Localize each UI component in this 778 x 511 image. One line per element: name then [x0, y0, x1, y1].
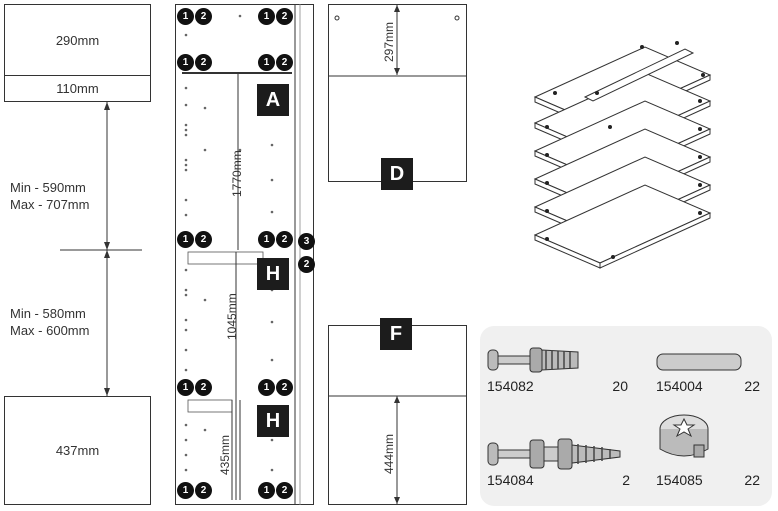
lower-range-min: Min - 580mm [10, 306, 86, 321]
dimension-435: 435mm [218, 434, 232, 475]
hardware-qty-154085: 22 [744, 472, 760, 488]
callout-2: 2 [195, 231, 212, 248]
top-dimension-label: 290mm [55, 32, 100, 48]
left-dimension-lines [60, 102, 142, 396]
panel-d-details [328, 5, 467, 77]
callout-2: 2 [195, 482, 212, 499]
dimension-1045: 1045mm [225, 293, 239, 340]
dowel-icon [656, 353, 742, 371]
callout-2: 2 [276, 482, 293, 499]
hardware-code-154084: 154084 [487, 472, 534, 488]
part-letter-a: A [257, 84, 289, 116]
part-letter-d: D [381, 158, 413, 190]
upper-range-max: Max - 707mm [10, 197, 90, 212]
callout-1: 1 [177, 379, 194, 396]
dimension-297: 297mm [382, 21, 396, 62]
cam-bolt-icon [487, 347, 579, 373]
callout-1: 1 [177, 8, 194, 25]
cam-lock-icon [659, 414, 709, 458]
part-letter-h-upper: H [257, 258, 289, 290]
dimension-1770: 1770mm [230, 150, 244, 197]
panel-f-details [328, 395, 467, 504]
top-dimension-box: 290mm [4, 4, 151, 76]
hardware-qty-154084: 2 [622, 472, 630, 488]
callout-1: 1 [258, 379, 275, 396]
tall-panel-details [182, 4, 301, 505]
hardware-qty-154082: 20 [612, 378, 628, 394]
bottom-dimension-box: 437mm [4, 396, 151, 505]
hardware-qty-154004: 22 [744, 378, 760, 394]
small-dimension-label: 110mm [56, 81, 99, 96]
shelf-stack-illustration [533, 41, 712, 269]
bottom-dimension-label: 437mm [55, 443, 100, 458]
callout-2: 2 [195, 8, 212, 25]
callout-1: 1 [258, 231, 275, 248]
callout-2: 2 [276, 54, 293, 71]
callout-1: 1 [258, 54, 275, 71]
dimension-444: 444mm [382, 433, 396, 474]
lower-range-max: Max - 600mm [10, 323, 90, 338]
callout-1: 1 [177, 54, 194, 71]
callout-1: 1 [177, 482, 194, 499]
callout-2: 2 [276, 8, 293, 25]
connector-screw-icon [487, 438, 621, 470]
callout-2: 2 [195, 379, 212, 396]
part-letter-f: F [380, 318, 412, 350]
upper-range-min: Min - 590mm [10, 180, 86, 195]
part-letter-h-lower: H [257, 405, 289, 437]
callout-1: 1 [258, 482, 275, 499]
callout-3: 3 [298, 233, 315, 250]
hardware-code-154082: 154082 [487, 378, 534, 394]
hardware-code-154085: 154085 [656, 472, 703, 488]
tall-side-panel [175, 4, 314, 505]
callout-2: 2 [298, 256, 315, 273]
callout-2: 2 [276, 231, 293, 248]
small-dimension-box: 110mm [4, 75, 151, 102]
hardware-code-154004: 154004 [656, 378, 703, 394]
callout-2: 2 [195, 54, 212, 71]
callout-1: 1 [258, 8, 275, 25]
callout-2: 2 [276, 379, 293, 396]
callout-1: 1 [177, 231, 194, 248]
